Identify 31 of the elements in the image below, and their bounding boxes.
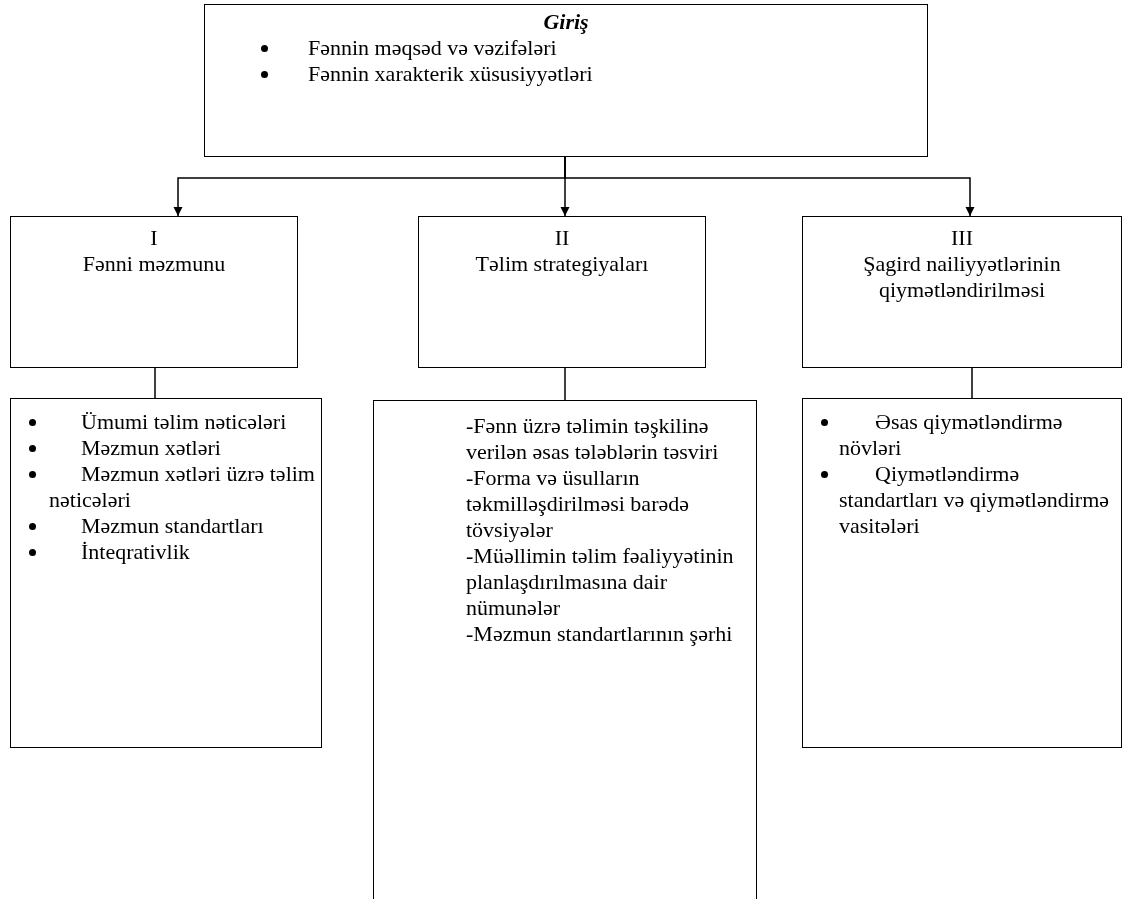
text-box [204, 4, 928, 157]
section-number: III [950, 225, 974, 251]
list-item: Məzmun xətləri üzrə təlim nəticələri [49, 461, 315, 513]
connector-line [154, 367, 156, 399]
list-item: -Fənn üzrə təlimin təşkilinə verilən əsas tələblərin təsviri [465, 413, 720, 465]
connector-line [564, 367, 566, 401]
list-item: Fənnin məqsəd və vəzifələri [308, 35, 557, 60]
arrow [564, 156, 975, 217]
text-box [373, 400, 757, 899]
list-item: Fənnin xarakterik xüsusiyyətləri [308, 61, 593, 86]
list-item: Ümumi təlim nəticələri [80, 409, 288, 435]
list-item: İnteqrativlik [80, 539, 191, 565]
section-number: II [553, 225, 571, 251]
text-box [802, 398, 1122, 748]
list-item: Məzmun standartları [80, 513, 265, 539]
connector-line [971, 367, 973, 399]
list-item: Məzmun xətləri [80, 435, 222, 461]
list-item: -Forma və üsulların təkmilləşdirilməsi barədə tövsiyələr [465, 465, 690, 543]
list-item: Əsas qiymətləndirmə növləri [839, 409, 1064, 461]
text-box [10, 398, 322, 748]
heading: Giriş [543, 9, 589, 35]
text-box [418, 216, 706, 368]
text-box [802, 216, 1122, 368]
section-title: Şagird nailiyyətlərinin qiymətləndirilməsi [862, 251, 1062, 303]
section-title: Təlim strategiyaları [474, 251, 650, 277]
list-item: Qiymətləndirmə standartları və qiymətləndirmə vasitələri [839, 461, 1110, 539]
list-item: -Müəllimin təlim fəaliyyətinin planlaşdırılmasına dair nümunələr [465, 543, 735, 621]
list-item: -Məzmun standartlarının şərhi [465, 621, 734, 647]
section-number: I [149, 225, 159, 251]
section-title: Fənni məzmunu [81, 251, 227, 277]
text-box [10, 216, 298, 368]
